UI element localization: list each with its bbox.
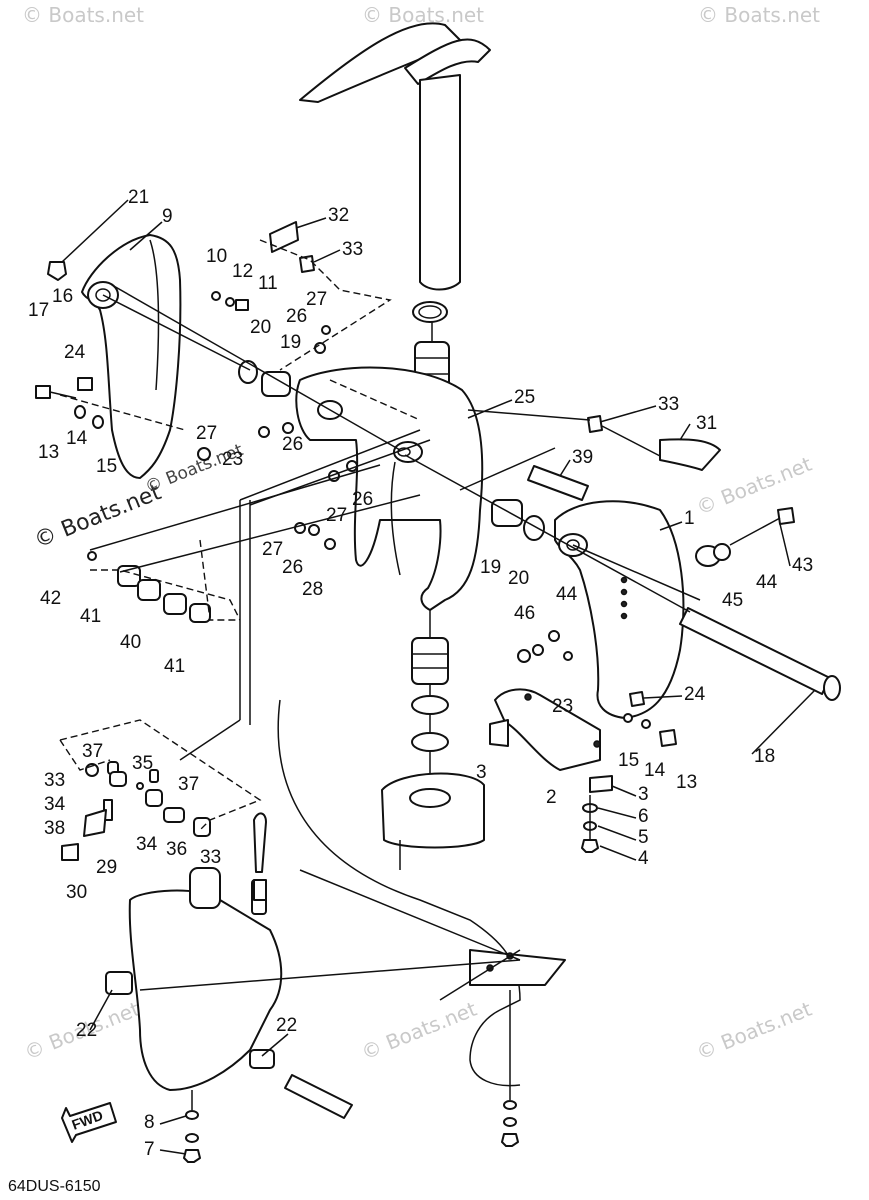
callout-number: 27 [196, 423, 217, 444]
callout-number: 42 [40, 588, 61, 609]
callout-number: 23 [222, 449, 243, 470]
callout-number: 33 [658, 394, 679, 415]
watermark: © Boats.net [693, 452, 815, 520]
callout-number: 9 [162, 206, 173, 227]
callout-number: 11 [258, 273, 278, 294]
callout-number: 37 [178, 774, 199, 795]
callout-number: 34 [44, 794, 66, 815]
callout-number: 3 [638, 784, 649, 805]
swivel-bracket [295, 366, 484, 611]
assembly-lines [59, 239, 701, 1001]
callout-number: 32 [328, 205, 349, 226]
lower-casing [277, 699, 566, 1100]
callout-number: 4 [638, 848, 649, 869]
tilt-trim-unit [105, 867, 353, 1119]
callout-number: 20 [508, 568, 529, 589]
fwd-arrow-icon: FWD [61, 1102, 117, 1143]
mount-housing [381, 772, 485, 849]
callout-number: 27 [306, 289, 327, 310]
callout-number: 44 [556, 584, 578, 605]
callout-number: 5 [638, 827, 649, 848]
watermark: © Boats.net [693, 997, 815, 1065]
bottom-fasteners [501, 1100, 519, 1147]
callout-number: 33 [200, 847, 221, 868]
callout-number: 26 [282, 557, 303, 578]
callout-number: 39 [572, 447, 593, 468]
steering-handle [299, 22, 491, 323]
callout-number: 28 [302, 579, 323, 600]
callout-number: 35 [132, 753, 153, 774]
stern-bracket-right [554, 500, 685, 719]
callout-number: 18 [754, 746, 775, 767]
callout-number: 19 [480, 557, 501, 578]
callout-number: 23 [552, 696, 573, 717]
callout-number: 40 [120, 632, 141, 653]
callout-number: 6 [638, 806, 649, 827]
callout-labels: 1 2 3 3 4 5 6 7 8 9 10 11 12 13 13 14 14… [28, 187, 813, 1160]
tilt-trim-fasteners [183, 1110, 201, 1163]
through-tube [679, 607, 841, 701]
callout-number: 1 [684, 508, 695, 529]
callout-number: 7 [144, 1139, 155, 1160]
callout-number: 3 [476, 762, 487, 783]
callout-number: 26 [352, 489, 373, 510]
callout-number: 15 [618, 750, 639, 771]
callout-number: 38 [44, 818, 65, 839]
callout-number: 24 [64, 342, 86, 363]
lower-clamp-bracket [489, 688, 613, 793]
callout-number: 44 [756, 572, 778, 593]
callout-number: 25 [514, 387, 535, 408]
callout-number: 17 [28, 300, 49, 321]
callout-number: 36 [166, 839, 187, 860]
callout-number: 13 [676, 772, 697, 793]
callout-number: 27 [262, 539, 283, 560]
callout-number: 41 [164, 656, 185, 677]
callout-number: 20 [250, 317, 271, 338]
callout-number: 24 [684, 684, 706, 705]
callout-number: 16 [52, 286, 73, 307]
callout-number: 14 [66, 428, 88, 449]
callout-number: 14 [644, 760, 666, 781]
callout-number: 46 [514, 603, 535, 624]
callout-number: 33 [342, 239, 363, 260]
callout-number: 33 [44, 770, 65, 791]
callout-number: 27 [326, 505, 347, 526]
callout-number: 43 [792, 555, 813, 576]
watermark: © Boats.net [22, 3, 144, 27]
callout-number: 19 [280, 332, 301, 353]
callout-number: 26 [286, 306, 307, 327]
callout-number: 10 [206, 246, 227, 267]
callout-number: 41 [80, 606, 101, 627]
callout-number: 22 [276, 1015, 297, 1036]
watermark: © Boats.net [362, 3, 484, 27]
callout-number: 37 [82, 741, 103, 762]
callout-number: 21 [128, 187, 149, 208]
callout-number: 2 [546, 787, 557, 808]
watermark: © Boats.net [358, 997, 480, 1065]
callout-number: 26 [282, 434, 303, 455]
stern-bracket-left [81, 234, 182, 479]
callout-number: 15 [96, 456, 117, 477]
callout-number: 29 [96, 857, 117, 878]
diagram-part-code: 64DUS-6150 [8, 1178, 101, 1195]
callout-number: 34 [136, 834, 158, 855]
watermark: © Boats.net [698, 3, 820, 27]
callout-number: 45 [722, 590, 743, 611]
small-hardware [35, 221, 795, 901]
callout-number: 8 [144, 1112, 155, 1133]
callout-leaders [61, 199, 816, 1155]
watermark: © Boats.net [31, 480, 165, 554]
callout-number: 13 [38, 442, 59, 463]
callout-number: 31 [696, 413, 717, 434]
callout-number: 12 [232, 261, 253, 282]
callout-number: 30 [66, 882, 87, 903]
